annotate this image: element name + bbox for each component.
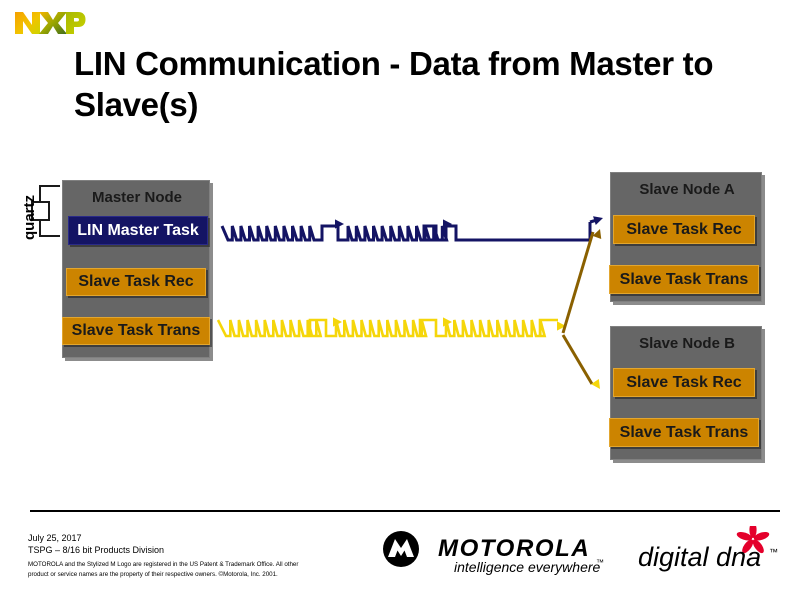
motorola-logo: MOTOROLA intelligence everywhere ™	[383, 531, 604, 575]
page-title: LIN Communication - Data from Master to …	[74, 45, 714, 123]
slave-b-task-trans[interactable]: Slave Task Trans	[609, 418, 759, 447]
bus-branch-arrows	[561, 229, 602, 389]
footer-date-text: July 25, 2017	[28, 533, 82, 543]
master-slave-task-rec[interactable]: Slave Task Rec	[66, 268, 206, 296]
footer-legal-text: MOTOROLA and the Stylized M Logo are reg…	[28, 561, 299, 578]
master-node-title: Master Node	[91, 189, 183, 206]
slave-b-task-rec[interactable]: Slave Task Rec	[613, 368, 755, 397]
motorola-batwing-m-icon	[388, 539, 414, 557]
footer-date-block: July 25, 2017 TSPG – 8/16 bit Products D…	[28, 532, 164, 556]
quartz-label: quartz	[21, 195, 38, 240]
digital-dna-logo: digital dna ™	[638, 526, 778, 572]
motorola-tagline: intelligence everywhere	[454, 559, 601, 575]
slave-node-a-title: Slave Node A	[639, 181, 735, 198]
lin-master-task-signal	[220, 216, 603, 242]
master-lin-master-task[interactable]: LIN Master Task	[68, 216, 208, 245]
footer-divider-rule	[30, 510, 780, 512]
digital-dna-wordmark: digital dna	[638, 542, 761, 572]
master-slave-task-trans[interactable]: Slave Task Trans	[62, 317, 210, 345]
slave-node-b-title: Slave Node B	[639, 335, 735, 352]
slave-a-task-rec[interactable]: Slave Task Rec	[613, 215, 755, 244]
slave-task-trans-signal	[216, 317, 566, 338]
digital-dna-asterisk-icon	[736, 526, 770, 554]
motorola-tagline-tm-mark: ™	[596, 558, 604, 567]
quartz-crystal-icon	[31, 185, 60, 237]
motorola-wordmark: MOTOROLA	[438, 535, 590, 562]
slave-a-task-trans[interactable]: Slave Task Trans	[609, 265, 759, 294]
nxp-logo	[15, 12, 86, 34]
footer-division-text: TSPG – 8/16 bit Products Division	[28, 545, 165, 556]
digital-dna-tm-mark: ™	[769, 547, 778, 557]
